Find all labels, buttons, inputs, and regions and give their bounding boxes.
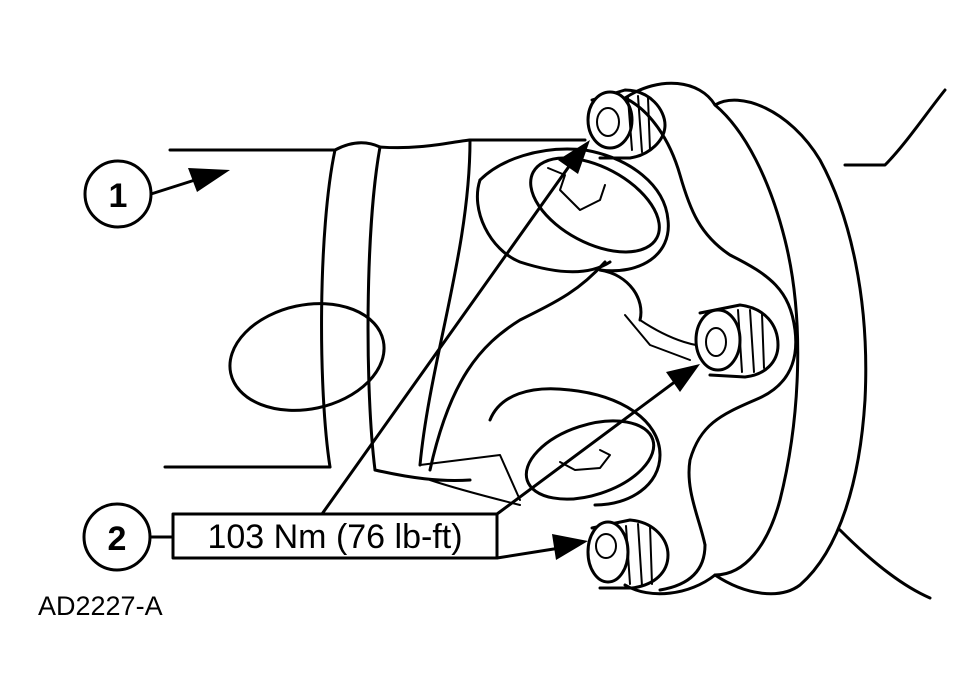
callout-1-leader bbox=[149, 178, 197, 196]
callout-2-arrowhead-middle bbox=[666, 364, 700, 392]
callout-2-leader-bottom bbox=[495, 546, 562, 560]
bolt-bottom bbox=[586, 518, 670, 590]
figure-id: AD2227-A bbox=[38, 591, 163, 621]
callout-2-arrowhead-bottom bbox=[552, 534, 588, 560]
driveshaft-tube bbox=[163, 138, 587, 482]
bolt-middle bbox=[694, 303, 780, 379]
callout-2-arrowhead-top bbox=[558, 140, 590, 174]
flange bbox=[598, 81, 947, 600]
callout-2: 2 103 Nm (76 lb-ft) bbox=[82, 140, 700, 572]
torque-spec-box bbox=[171, 512, 499, 560]
callout-2-leader-middle bbox=[495, 376, 682, 516]
bolt-top bbox=[586, 88, 667, 160]
callout-1-label: 1 bbox=[109, 177, 128, 215]
yoke bbox=[418, 138, 691, 507]
callout-1: 1 bbox=[83, 159, 230, 229]
callout-1-arrowhead bbox=[188, 168, 230, 192]
callout-2-leader-top bbox=[320, 163, 572, 516]
torque-spec-text: 103 Nm (76 lb-ft) bbox=[207, 518, 462, 556]
callout-2-label: 2 bbox=[108, 520, 127, 558]
